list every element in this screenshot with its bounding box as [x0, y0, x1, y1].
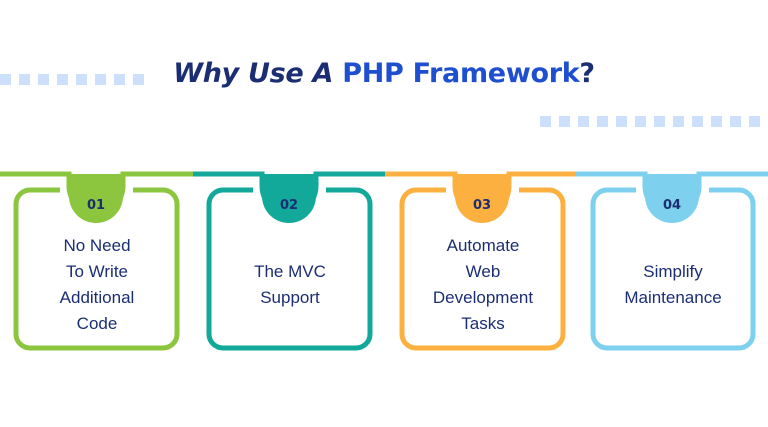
- card-3-number: 03: [472, 198, 492, 213]
- decorative-dots-left: [0, 74, 144, 85]
- tab-4: [645, 174, 699, 223]
- tab-2: [262, 174, 316, 223]
- card-1-number: 01: [86, 198, 106, 213]
- title-highlight: PHP Framework: [342, 58, 580, 89]
- decorative-dots-right: [540, 116, 760, 127]
- title-suffix: ?: [579, 58, 595, 89]
- card-3-label: Automate Web Development Tasks: [432, 236, 534, 333]
- title-prefix: Why Use A: [173, 58, 343, 89]
- tab-1: [69, 174, 123, 223]
- tab-3: [455, 174, 509, 223]
- card-1-label: No Need To Write Additional Code: [59, 236, 135, 333]
- card-2-number: 02: [279, 198, 299, 213]
- card-4-label: Simplify Maintenance: [624, 262, 722, 307]
- card-4-number: 04: [662, 198, 682, 213]
- page-title: Why Use A PHP Framework?: [0, 58, 768, 89]
- card-2-label: The MVC Support: [254, 262, 326, 307]
